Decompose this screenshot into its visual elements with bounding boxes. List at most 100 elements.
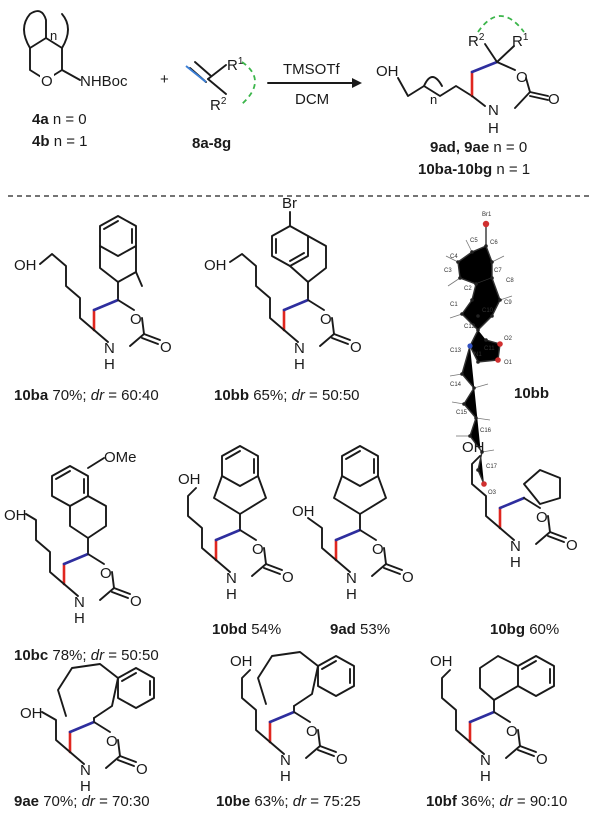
compound-label: 10bb [214, 387, 249, 404]
svg-text:C16: C16 [480, 428, 492, 434]
svg-text:H: H [280, 768, 291, 785]
svg-text:4b n = 1: 4b n = 1 [32, 133, 87, 150]
reaction-arrow: TMSOTf DCM [267, 61, 362, 108]
nhboc-group: NHBoc [80, 73, 128, 90]
compound-10bg: O O N H OH 10bg 60% [462, 439, 578, 638]
svg-text:N: N [226, 570, 237, 587]
svg-text:C17: C17 [486, 464, 498, 470]
svg-text:O: O [402, 569, 414, 586]
product-9-10: OH n O O N H R2 R1 9ad, 9ae n = 0 10ba-1… [376, 15, 560, 178]
r1-substituent: R1 [227, 56, 244, 74]
plus-sign: + [160, 71, 169, 88]
svg-text:O: O [252, 541, 264, 558]
svg-text:C15: C15 [456, 410, 468, 416]
svg-text:O: O [536, 751, 548, 768]
compound-10be: O O N H OH 10be 63%; dr = 75:25 [216, 651, 361, 810]
xray-structure-10bb: Br1 C5 C6 C4 C3 C7 C8 C2 C9 C1 C10 C12 O… [444, 212, 549, 496]
svg-text:O: O [350, 339, 362, 356]
compound-10bf: O O N H OH 10bf 36%; dr = 90:10 [426, 653, 567, 810]
ring-oxygen-atom: O [41, 73, 53, 90]
svg-text:N1: N1 [474, 352, 482, 358]
svg-text:C12: C12 [464, 324, 476, 330]
svg-text:H: H [480, 768, 491, 785]
svg-text:OH: OH [4, 507, 27, 524]
svg-text:C7: C7 [494, 268, 502, 274]
svg-text:4a n = 0: 4a n = 0 [32, 111, 87, 128]
svg-text:H: H [74, 610, 85, 627]
svg-text:H: H [226, 586, 237, 603]
compound-9ae: O O N H OH 9ae 70%; dr = 70:30 [14, 663, 155, 810]
svg-text:O2: O2 [504, 336, 513, 342]
svg-text:O: O [506, 723, 518, 740]
svg-text:H: H [294, 356, 305, 373]
svg-text:O: O [282, 569, 294, 586]
svg-text:9ae 70%; dr = 70:30: 9ae 70%; dr = 70:30 [14, 793, 150, 810]
svg-text:O: O [106, 733, 118, 750]
svg-text:OH: OH [204, 257, 227, 274]
svg-text:N: N [480, 752, 491, 769]
compound-label: 10bc [14, 647, 48, 664]
compound-label: 4a [32, 111, 49, 128]
svg-text:10bc 78%; dr = 50:50: 10bc 78%; dr = 50:50 [14, 647, 159, 664]
svg-text:OH: OH [230, 653, 253, 670]
reagent-tmsotf: TMSOTf [283, 61, 340, 78]
svg-text:N: N [280, 752, 291, 769]
svg-text:C1: C1 [450, 302, 458, 308]
svg-text:C8: C8 [506, 278, 514, 284]
compound-label: 10bf [426, 793, 458, 810]
svg-text:OH: OH [430, 653, 453, 670]
compound-9ad: O O N H OH 9ad 53% [292, 445, 414, 638]
svg-text:O: O [536, 509, 548, 526]
r2-substituent: R2 [210, 96, 227, 114]
compound-label: 9ae [14, 793, 39, 810]
reagent-4: O NHBoc n 4a n = 0 4b n = 1 [23, 10, 128, 150]
reagent-8: R1 R2 8a-8g [185, 56, 256, 152]
svg-text:C9: C9 [504, 300, 512, 306]
compound-label: 10bg [490, 621, 525, 638]
svg-text:C5: C5 [470, 238, 478, 244]
svg-text:O: O [566, 537, 578, 554]
svg-text:H: H [104, 356, 115, 373]
compound-label: 10bb [514, 385, 549, 402]
svg-text:10ba 70%; dr = 60:40: 10ba 70%; dr = 60:40 [14, 387, 159, 404]
svg-text:10bf 36%; dr = 90:10: 10bf 36%; dr = 90:10 [426, 793, 567, 810]
compound-label: 10ba [14, 387, 49, 404]
svg-text:O: O [130, 311, 142, 328]
svg-text:Br: Br [282, 195, 297, 212]
compound-10ba: O O N H OH 10ba 70%; dr = 60:40 [14, 215, 172, 404]
svg-text:H: H [488, 120, 499, 137]
svg-text:H: H [510, 554, 521, 571]
svg-text:OH: OH [292, 503, 315, 520]
compound-10bd: O O N H OH 10bd 54% [178, 445, 294, 638]
svg-text:O: O [306, 723, 318, 740]
svg-text:C14: C14 [450, 382, 462, 388]
svg-text:OH: OH [20, 705, 43, 722]
svg-text:10bg 60%: 10bg 60% [490, 621, 559, 638]
svg-text:O: O [160, 339, 172, 356]
svg-text:10be 63%; dr = 75:25: 10be 63%; dr = 75:25 [216, 793, 361, 810]
svg-text:9ad 53%: 9ad 53% [330, 621, 390, 638]
svg-text:OH: OH [14, 257, 37, 274]
svg-text:O: O [516, 69, 528, 86]
svg-text:N: N [74, 594, 85, 611]
svg-text:N: N [346, 570, 357, 587]
svg-text:N: N [294, 340, 305, 357]
svg-text:O: O [548, 91, 560, 108]
chain-index: n [430, 92, 437, 107]
svg-text:H: H [346, 586, 357, 603]
svg-text:C13: C13 [450, 348, 462, 354]
svg-text:N: N [510, 538, 521, 555]
svg-text:OH: OH [462, 439, 485, 456]
svg-text:O: O [100, 565, 112, 582]
compound-label: 4b [32, 133, 50, 150]
svg-text:OH: OH [178, 471, 201, 488]
svg-text:C2: C2 [464, 286, 472, 292]
svg-text:H: H [80, 778, 91, 795]
svg-text:O: O [372, 541, 384, 558]
svg-text:OMe: OMe [104, 449, 137, 466]
svg-text:O: O [336, 751, 348, 768]
hydroxyl-group: OH [376, 63, 399, 80]
svg-text:C11: C11 [484, 346, 495, 352]
